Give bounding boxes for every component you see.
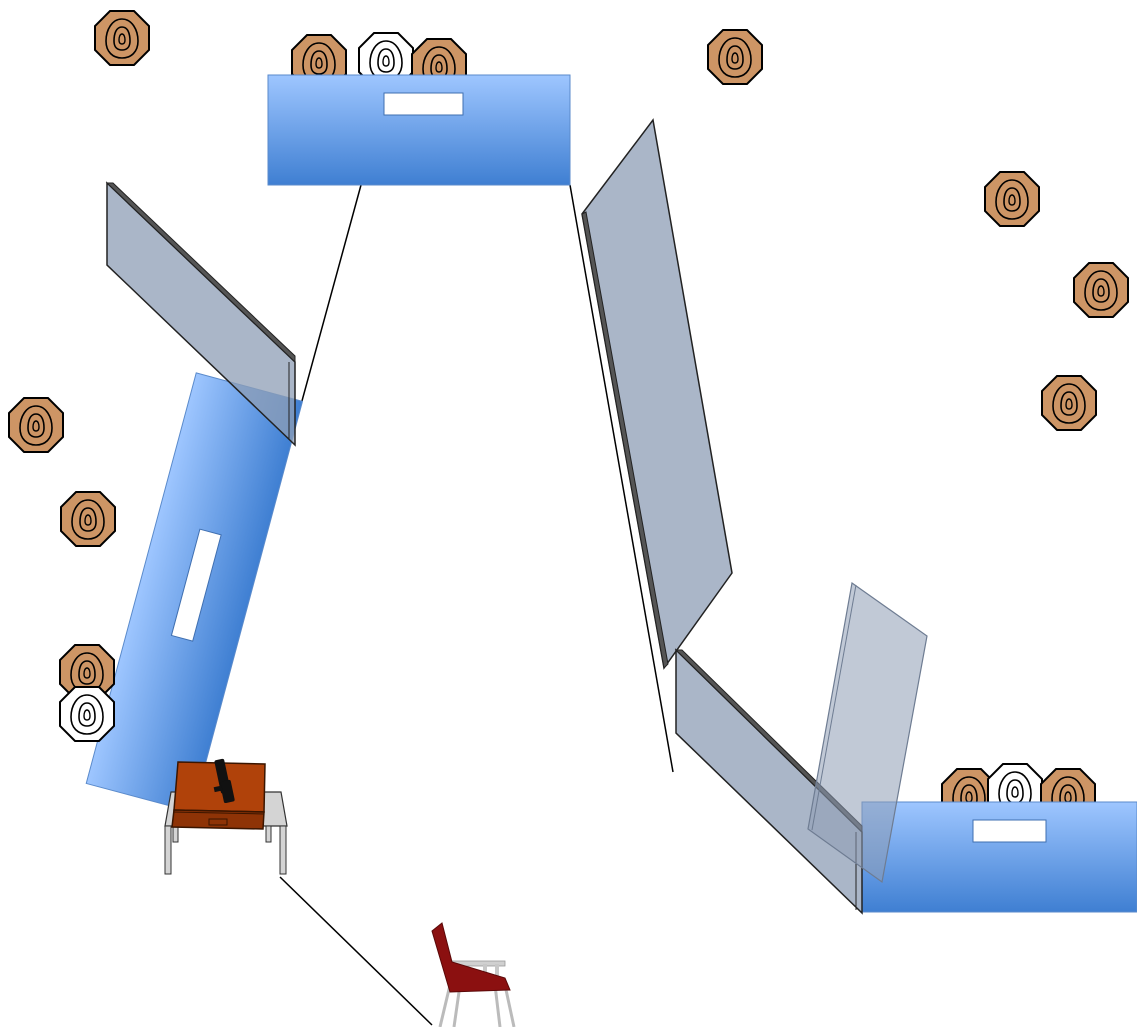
fault-line-right xyxy=(569,184,674,773)
shoot-target xyxy=(60,491,116,547)
barrel-port xyxy=(383,92,464,116)
no-shoot-target xyxy=(59,686,115,742)
barrel-port xyxy=(972,819,1047,843)
wall-translucent xyxy=(807,581,928,884)
shoot-target xyxy=(1041,375,1097,431)
shoot-target xyxy=(984,171,1040,227)
wall-left-diagonal xyxy=(105,181,296,447)
shoot-target xyxy=(8,397,64,453)
barrel-port xyxy=(170,528,222,642)
chair-icon xyxy=(431,922,516,1027)
wall-right-long xyxy=(581,118,733,670)
barrel-top xyxy=(267,74,571,186)
shoot-target xyxy=(707,29,763,85)
barrel-right xyxy=(861,801,1137,913)
shoot-target xyxy=(1073,262,1129,318)
pistol-icon xyxy=(213,758,235,804)
shoot-target xyxy=(94,10,150,66)
barrel-left xyxy=(85,372,304,813)
fault-line-bottom xyxy=(279,876,433,1026)
table-with-case xyxy=(164,758,288,875)
